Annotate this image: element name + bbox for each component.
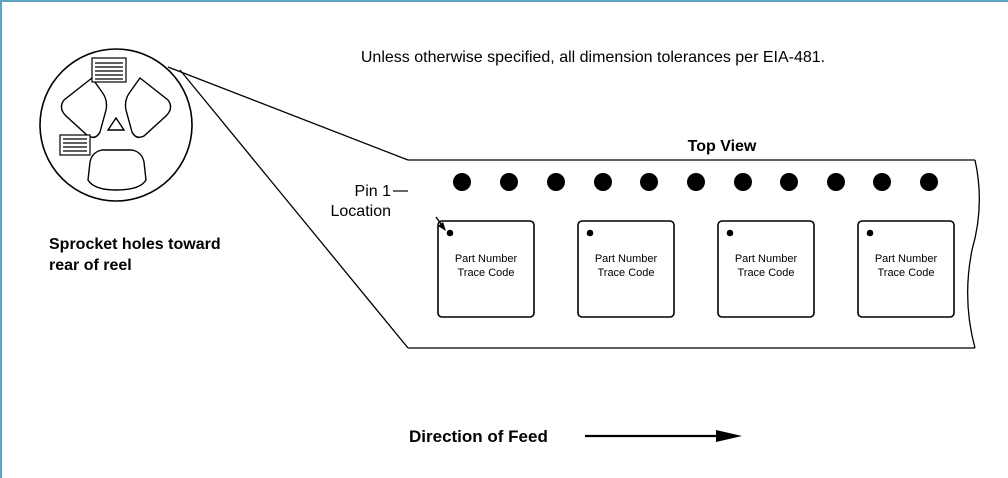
sprocket-hole xyxy=(920,173,938,191)
sprocket-holes xyxy=(453,173,938,191)
part-number-label: Part Number xyxy=(875,253,938,265)
sprocket-note-line1: Sprocket holes toward xyxy=(49,236,221,253)
pin1-dot xyxy=(726,229,734,237)
reel-hub xyxy=(106,116,126,131)
sprocket-hole xyxy=(687,173,705,191)
sprocket-hole xyxy=(640,173,658,191)
pin1-dot xyxy=(866,229,874,237)
part-number-label: Part Number xyxy=(455,253,518,265)
pin1-location-label: Location xyxy=(331,203,392,220)
sprocket-hole xyxy=(734,173,752,191)
reel-window-right xyxy=(124,76,172,139)
reel-window-left xyxy=(60,76,108,139)
part-number-label: Part Number xyxy=(735,253,798,265)
reel-label-left xyxy=(59,134,91,156)
part-number-label: Part Number xyxy=(595,253,658,265)
reel xyxy=(39,48,193,202)
reel-label-top xyxy=(91,57,127,83)
part-package-4: Part Number Trace Code xyxy=(857,220,955,318)
top-view-label: Top View xyxy=(688,138,757,155)
pin1-dot xyxy=(446,229,454,237)
sprocket-hole xyxy=(873,173,891,191)
trace-code-label: Trace Code xyxy=(457,267,514,279)
feed-arrow-head-icon xyxy=(716,430,742,442)
pin1-dot xyxy=(586,229,594,237)
sprocket-hole xyxy=(780,173,798,191)
reel-window-bottom xyxy=(87,149,147,191)
sprocket-hole xyxy=(500,173,518,191)
part-package-1: Part Number Trace Code xyxy=(437,220,535,318)
part-package-3: Part Number Trace Code xyxy=(717,220,815,318)
tape-break-edge xyxy=(967,159,980,349)
sprocket-hole xyxy=(453,173,471,191)
sprocket-hole xyxy=(594,173,612,191)
feed-direction-label: Direction of Feed xyxy=(409,427,548,446)
trace-code-label: Trace Code xyxy=(737,267,794,279)
sprocket-hole xyxy=(827,173,845,191)
tape-edge-upper xyxy=(167,66,409,161)
pin1-arrowhead xyxy=(438,222,446,231)
sprocket-note-line2: rear of reel xyxy=(49,257,132,274)
part-package-2: Part Number Trace Code xyxy=(577,220,675,318)
sprocket-hole xyxy=(547,173,565,191)
trace-code-label: Trace Code xyxy=(877,267,934,279)
tolerance-note: Unless otherwise specified, all dimensio… xyxy=(361,49,825,66)
trace-code-label: Trace Code xyxy=(597,267,654,279)
pin1-label: Pin 1 xyxy=(355,183,392,200)
tape-edge-lower xyxy=(179,69,409,349)
